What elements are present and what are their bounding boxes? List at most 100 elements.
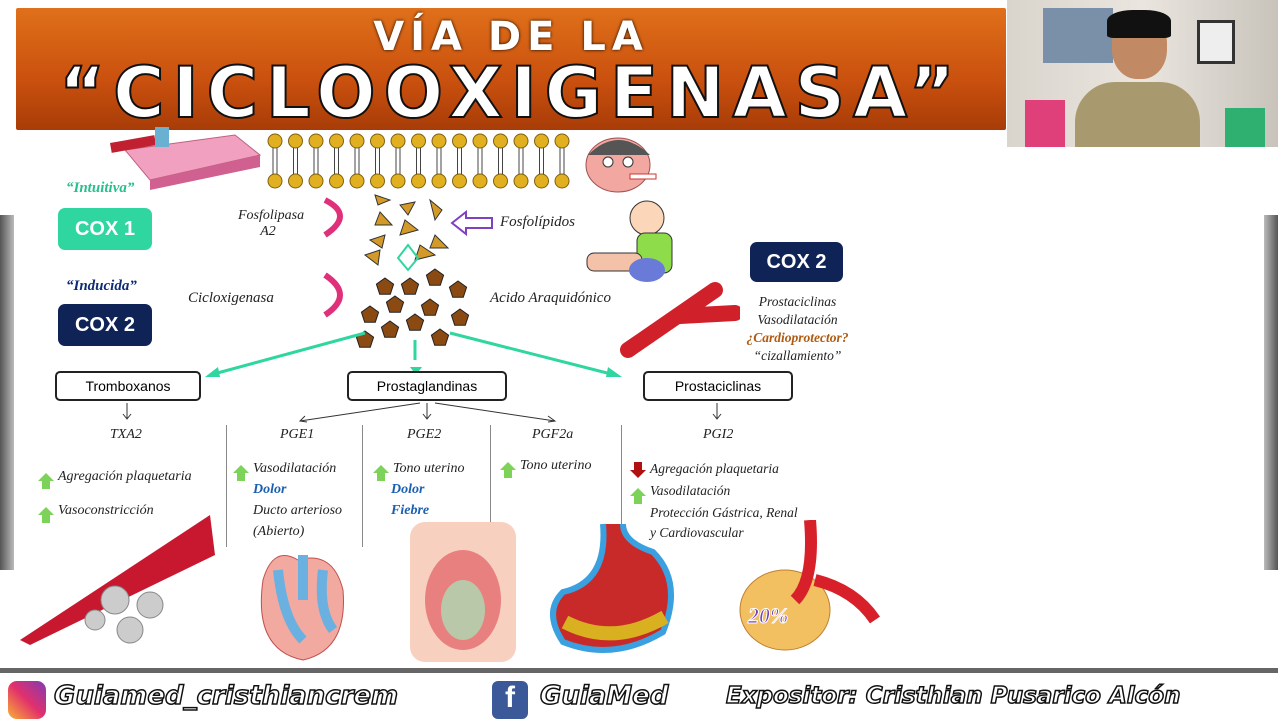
- cox2-note-badge: COX 2: [750, 242, 843, 282]
- footer-bar: Guiamed_cristhiancrem f GuiaMed Exposito…: [0, 668, 1278, 720]
- divider: [490, 425, 491, 547]
- pgi2-effect: Vasodilatación: [650, 483, 731, 498]
- enzyme-cicloxigenasa: Cicloxigenasa: [188, 290, 274, 306]
- pink-box: [1025, 100, 1065, 147]
- speaker-credit: Expositor: Cristhian Pusarico Alcón: [725, 682, 1181, 710]
- divider: [362, 425, 363, 547]
- pge1-extra: Ducto arterioso: [253, 503, 343, 518]
- pentagon-molecule: [360, 305, 380, 323]
- pgi2-effect: Agregación plaquetaria: [650, 461, 779, 476]
- txa2-effects: Agregación plaquetaria Vasoconstricción: [38, 460, 192, 528]
- instagram-handle: Guiamed_cristhiancrem: [53, 680, 399, 712]
- sick-face-icon: [585, 137, 657, 193]
- pgf2a-effects: Tono uterino: [500, 458, 592, 478]
- pgf2a-effect: Tono uterino: [520, 458, 592, 473]
- kidney-icon: [739, 520, 880, 651]
- pgf2a-label: PGF2a: [532, 427, 574, 442]
- down-arrow-icon: [630, 461, 646, 478]
- pentagon-molecule: [375, 277, 395, 295]
- stomach-icon: [550, 523, 674, 653]
- pge2-fever: Fiebre: [391, 503, 430, 518]
- pge1-label: PGE1: [280, 427, 315, 442]
- txa2-label: TXA2: [110, 427, 142, 442]
- presenter-hair: [1107, 10, 1171, 38]
- enzyme-fosfolipasa-line2: A2: [260, 224, 276, 239]
- pgi2-protection: y Cardiovascular: [650, 525, 744, 540]
- wall-frame: [1197, 20, 1235, 64]
- pge2-effect: Tono uterino: [393, 461, 465, 476]
- pge1-effect: Vasodilatación: [253, 461, 337, 476]
- platelet-vessel-icon: [20, 515, 215, 645]
- facebook-handle: GuiaMed: [539, 680, 669, 712]
- pentagon-molecule: [400, 277, 420, 295]
- pentagon-molecule: [430, 328, 450, 346]
- prostaciclinas-box: Prostaciclinas: [643, 371, 793, 401]
- presenter-body: [1075, 82, 1200, 147]
- sub-arrows: [122, 402, 722, 423]
- pge2-label: PGE2: [407, 427, 442, 442]
- pge1-pain: Dolor: [253, 482, 287, 497]
- left-edge-bar: [0, 215, 14, 570]
- substrate-label: Fosfolípidos: [500, 214, 576, 230]
- cox2-note-line: Prostaciclinas: [758, 294, 837, 309]
- pentagon-molecule: [380, 320, 400, 338]
- pentagon-molecules: [355, 268, 470, 348]
- cox2-badge: COX 2: [58, 304, 152, 346]
- pgi2-effects: Agregación plaquetaria Vasodilatación Pr…: [630, 458, 798, 544]
- crying-child-icon: [586, 200, 673, 282]
- title-line2: “CICLOOXIGENASA”: [58, 51, 963, 135]
- triangle-molecules: [363, 194, 450, 266]
- purple-arrow-icon: [450, 210, 493, 236]
- pge2-effects: Tono uterino Dolor Fiebre: [373, 458, 464, 521]
- wall-poster: [1043, 8, 1113, 63]
- up-arrow-icon: [373, 464, 389, 481]
- prostaglandinas-box: Prostaglandinas: [347, 371, 507, 401]
- pgi2-label: PGI2: [703, 427, 734, 442]
- pentagon-molecule: [405, 313, 425, 331]
- pentagon-molecule: [425, 268, 445, 286]
- pentagon-molecule: [385, 295, 405, 313]
- txa2-effect: Vasoconstricción: [58, 503, 154, 518]
- tissue-hammer-icon: [109, 127, 262, 190]
- pentagon-molecule: [450, 308, 470, 326]
- pgi2-protection: Protección Gástrica, Renal: [650, 505, 798, 520]
- uterus-fetus-icon: [410, 522, 516, 662]
- pentagon-molecule: [420, 298, 440, 316]
- green-box: [1225, 108, 1265, 147]
- up-arrow-icon: [38, 506, 54, 523]
- facebook-icon: f: [492, 681, 528, 719]
- pge1-effects: Vasodilatación Dolor Ducto arterioso (Ab…: [233, 458, 342, 542]
- instagram-icon: [8, 681, 46, 719]
- tromboxanos-box: Tromboxanos: [55, 371, 201, 401]
- cox2-note-line: Vasodilatación: [757, 312, 838, 327]
- pge2-pain: Dolor: [391, 482, 425, 497]
- divider: [226, 425, 227, 547]
- cox2-note: Prostaciclinas Vasodilatación ¿Cardiopro…: [735, 293, 860, 365]
- divider: [621, 425, 622, 547]
- txa2-effect: Agregación plaquetaria: [58, 469, 192, 484]
- curved-arrow-icon: [323, 197, 343, 238]
- cox1-badge: COX 1: [58, 208, 152, 250]
- phospholipid-membrane-icon: [267, 133, 570, 189]
- pentagon-molecule: [448, 280, 468, 298]
- heart-icon: [260, 555, 344, 661]
- up-arrow-icon: [38, 472, 54, 489]
- title-line1: VÍA DE LA: [373, 14, 649, 60]
- blood-vessel-icon: [620, 282, 740, 358]
- product-label: Acido Araquidónico: [490, 290, 611, 306]
- pathway-molecules-diagram: [323, 194, 470, 360]
- up-arrow-icon: [233, 464, 249, 481]
- title-banner: VÍA DE LA “CICLOOXIGENASA”: [16, 8, 1006, 135]
- cox2-caption: “Inducida”: [66, 278, 137, 294]
- webcam-overlay: [1007, 0, 1278, 147]
- right-edge-bar: [1264, 215, 1278, 570]
- shear-note: “cizallamiento”: [753, 348, 842, 363]
- cox1-caption: “Intuitiva”: [66, 180, 135, 196]
- kidney-percentage: 20%: [747, 603, 789, 629]
- pge1-extra: (Abierto): [253, 524, 305, 539]
- cardioprotector-question: ¿Cardioprotector?: [746, 330, 849, 345]
- curved-arrow-icon: [323, 272, 343, 318]
- up-arrow-icon: [500, 461, 516, 478]
- enzyme-fosfolipasa-line1: Fosfolipasa: [238, 208, 305, 223]
